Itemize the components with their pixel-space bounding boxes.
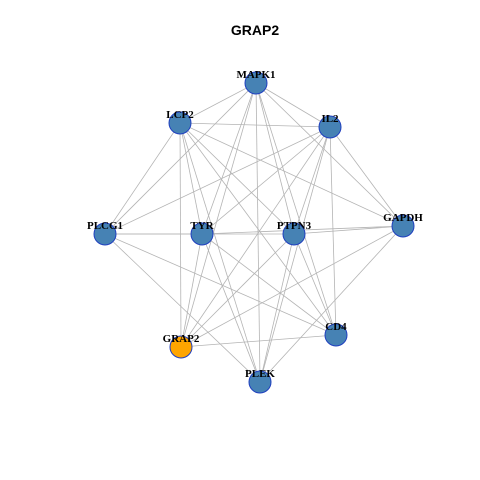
- edge-gapdh-ptpn3: [293, 225, 404, 235]
- edge-il2-plek: [259, 126, 331, 383]
- node-il2: [318, 115, 342, 139]
- node-mapk1: [244, 71, 268, 95]
- edge-plek-tyr: [201, 233, 261, 383]
- edge-mapk1-grap2: [180, 82, 257, 348]
- edge-layer: [104, 82, 404, 383]
- edge-mapk1-ptpn3: [255, 82, 295, 235]
- node-cd4: [324, 323, 348, 347]
- node-grap2: [169, 335, 193, 359]
- edge-mapk1-lcp2: [179, 82, 257, 124]
- edge-plek-ptpn3: [259, 233, 295, 383]
- node-layer: [93, 71, 415, 394]
- node-label-gapdh: GAPDH: [383, 212, 423, 224]
- edge-cd4-plcg1: [104, 233, 337, 336]
- node-ptpn3: [282, 222, 306, 246]
- node-label-tyr: TYR: [190, 220, 214, 232]
- node-label-cd4: CD4: [325, 321, 347, 333]
- edge-il2-lcp2: [179, 122, 331, 128]
- edge-grap2-tyr: [180, 233, 203, 348]
- edge-cd4-grap2: [180, 334, 337, 348]
- edge-mapk1-il2: [255, 82, 331, 128]
- node-label-grap2: GRAP2: [163, 333, 200, 345]
- node-label-lcp2: LCP2: [166, 109, 194, 121]
- edge-lcp2-ptpn3: [179, 122, 295, 235]
- diagram-title: GRAP2: [231, 22, 279, 38]
- node-label-ptpn3: PTPN3: [277, 220, 312, 232]
- edge-lcp2-tyr: [179, 122, 203, 235]
- node-label-il2: IL2: [321, 113, 339, 125]
- node-label-plek: PLEK: [245, 368, 275, 380]
- edge-grap2-lcp2: [179, 122, 182, 348]
- node-plcg1: [93, 222, 117, 246]
- edge-il2-plcg1: [104, 126, 331, 235]
- edge-gapdh-grap2: [180, 225, 404, 348]
- edge-grap2-ptpn3: [180, 233, 295, 348]
- edge-il2-tyr: [201, 126, 331, 235]
- edge-mapk1-plek: [255, 82, 261, 383]
- edge-mapk1-gapdh: [255, 82, 404, 227]
- edge-cd4-ptpn3: [293, 233, 337, 336]
- edge-il2-ptpn3: [293, 126, 331, 235]
- edge-gapdh-lcp2: [179, 122, 404, 227]
- edge-il2-grap2: [180, 126, 331, 348]
- node-lcp2: [168, 111, 192, 135]
- node-gapdh: [391, 214, 415, 238]
- node-tyr: [190, 222, 214, 246]
- edge-plek-plcg1: [104, 233, 261, 383]
- edge-plek-lcp2: [179, 122, 261, 383]
- edge-cd4-lcp2: [179, 122, 337, 336]
- edge-il2-gapdh: [329, 126, 404, 227]
- edge-gapdh-plek: [259, 225, 404, 383]
- edge-mapk1-tyr: [201, 82, 257, 235]
- edge-plcg1-lcp2: [104, 122, 181, 235]
- node-label-mapk1: MAPK1: [236, 69, 275, 81]
- edge-cd4-tyr: [201, 233, 337, 336]
- node-label-plcg1: PLCG1: [87, 220, 123, 232]
- node-plek: [248, 370, 272, 394]
